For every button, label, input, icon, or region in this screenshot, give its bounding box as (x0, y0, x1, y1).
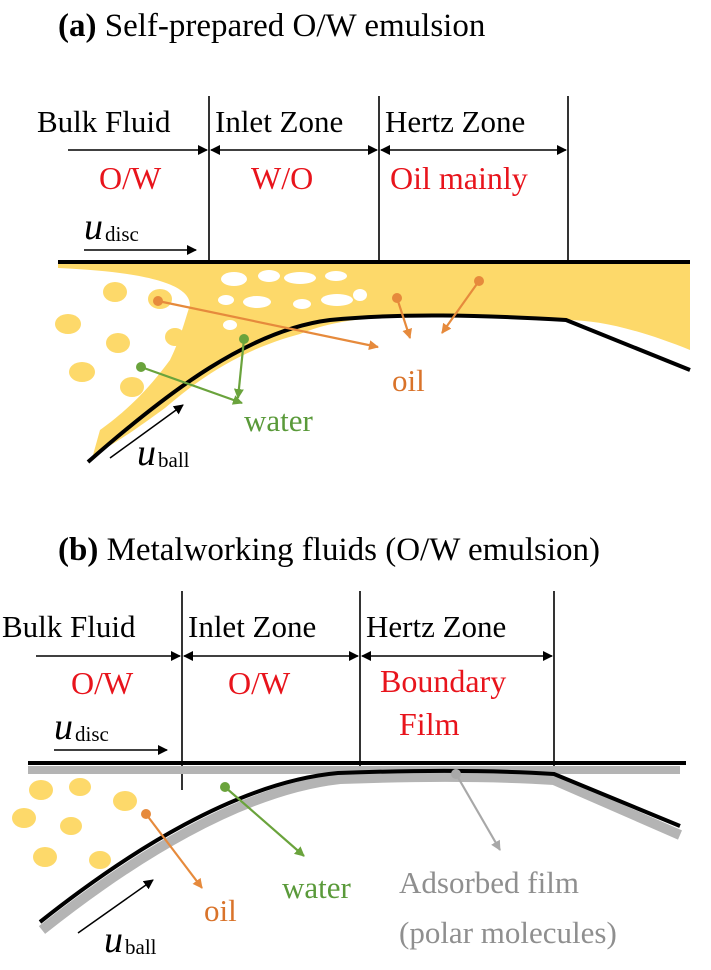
panel-a-zone-bulk-fluid: Bulk Fluid (37, 104, 171, 139)
panel-a-oil-droplets (55, 282, 185, 397)
panel-b-u-ball-arrow (77, 879, 154, 934)
panel-b-ball-surface (38, 768, 681, 924)
panel-b-water-label: water (282, 870, 352, 905)
panel-b-phase-bulk: O/W (71, 665, 134, 701)
panel-b-oil-label: oil (204, 893, 237, 928)
panel-a-ball-surface (86, 313, 691, 464)
panel-a-water-pointers (136, 334, 249, 405)
panel-a-water-label: water (244, 403, 314, 438)
panel-a-phase-bulk: O/W (99, 160, 162, 196)
panel-a-zone-hertz: Hertz Zone (385, 104, 525, 139)
panel-a: (a) Self-prepared O/W emulsion Bulk Flui… (37, 8, 691, 474)
panel-b-zone-hertz: Hertz Zone (366, 609, 506, 644)
panel-a-label: (a) (58, 8, 96, 44)
panel-b-oil-droplets (12, 778, 137, 869)
panel-a-u-ball-arrow (109, 404, 184, 459)
panel-a-oil-pointers (153, 276, 484, 351)
panel-b-film-label-2: (polar molecules) (399, 915, 617, 950)
panel-b-zone-bulk-fluid: Bulk Fluid (2, 609, 136, 644)
panel-a-oil-label: oil (392, 363, 425, 398)
panel-a-water-droplets (218, 270, 367, 330)
panel-b-ball-film (38, 771, 683, 934)
panel-a-phase-hertz: Oil mainly (390, 160, 528, 196)
panel-b-title-text: Metalworking fluids (O/W emulsion) (107, 532, 600, 568)
panel-b-phase-inlet: O/W (228, 665, 291, 701)
panel-a-oil-film (58, 262, 690, 455)
panel-a-phase-inlet: W/O (251, 160, 313, 196)
panel-b-u-ball-label: uball (104, 919, 157, 961)
panel-b-water-pointer (220, 782, 305, 857)
panel-b-u-disc-label: udisc (54, 706, 109, 748)
panel-b-phase-hertz-line2: Film (399, 706, 460, 742)
panel-a-u-disc-label: udisc (84, 206, 139, 248)
panel-b-phase-hertz-line1: Boundary (380, 663, 506, 699)
panel-b-film-label-1: Adsorbed film (399, 865, 579, 900)
panel-a-zone-inlet: Inlet Zone (215, 104, 343, 139)
panel-a-title-text: Self-prepared O/W emulsion (105, 8, 486, 44)
panel-b-oil-pointer (141, 809, 203, 889)
panel-b: (b) Metalworking fluids (O/W emulsion) B… (2, 532, 686, 961)
panel-b-film-pointer (451, 769, 501, 851)
panel-b-label: (b) (58, 532, 98, 568)
panel-a-u-ball-label: uball (137, 432, 190, 474)
panel-b-zone-inlet: Inlet Zone (188, 609, 316, 644)
panel-a-title: (a) Self-prepared O/W emulsion (58, 8, 485, 44)
panel-b-title: (b) Metalworking fluids (O/W emulsion) (58, 532, 600, 568)
